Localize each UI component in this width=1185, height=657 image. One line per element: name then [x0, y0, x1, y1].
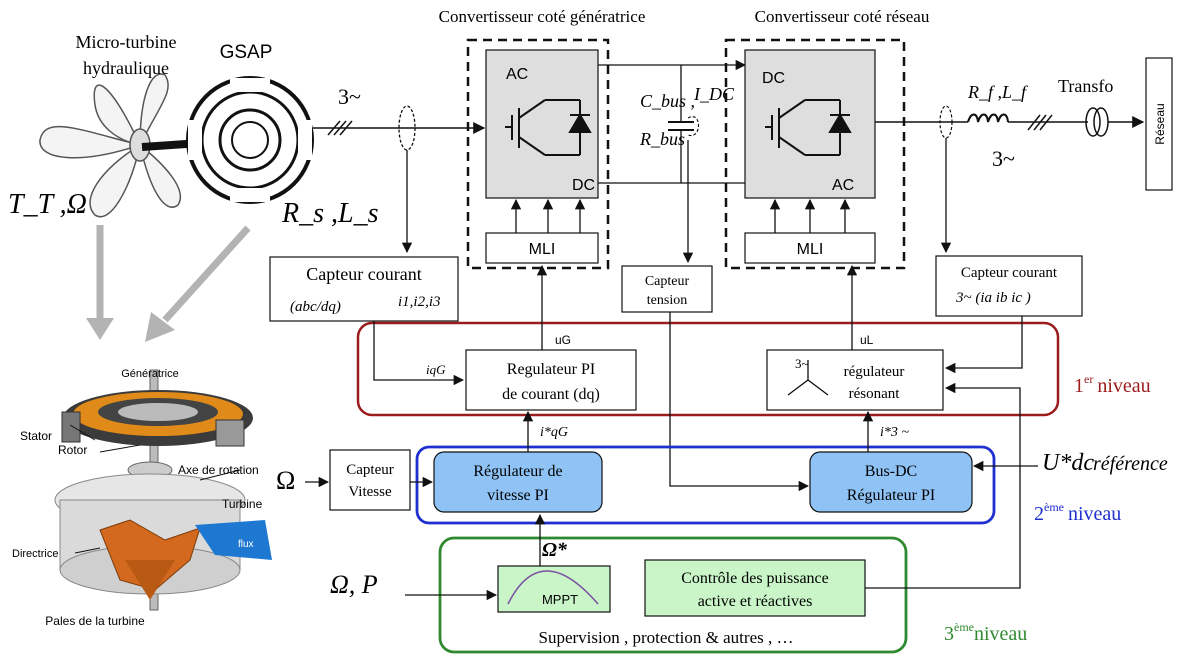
mppt-label: MPPT	[542, 592, 578, 607]
pi-current-line1: Regulateur PI	[507, 361, 595, 378]
current-sensor-clamp-1	[398, 105, 416, 151]
transformer-icon	[1085, 107, 1101, 137]
label-directrice: Directrice	[12, 548, 58, 560]
current-sensor-2-title: Capteur courant	[961, 265, 1058, 281]
current-sensor-box-2	[935, 255, 1083, 317]
three-phase-ticks-2	[1027, 114, 1053, 131]
ul-label: uL	[860, 333, 874, 347]
level1-frame	[356, 321, 1060, 417]
iqg-ref-label: i*qG	[540, 425, 568, 440]
speed-pi-regulator	[433, 451, 603, 513]
current-sensor-clamp-2	[939, 105, 953, 139]
transfo-label: Transfo	[1058, 76, 1113, 96]
level3-wiring	[405, 382, 1021, 601]
resonant-tag: 3~	[795, 356, 809, 371]
label-axe: Axe de rotation	[178, 463, 259, 477]
exploded-turbine-illustration	[54, 369, 272, 611]
busdc-pi-regulator	[809, 451, 973, 513]
ug-label: uG	[555, 333, 571, 347]
torque-label: T_T ,Ω	[8, 189, 87, 220]
voltage-sensor-box	[621, 265, 713, 313]
cbus-label: C_bus ,	[640, 91, 695, 111]
level2-frame	[415, 445, 996, 525]
label-turbine: Turbine	[222, 497, 263, 511]
grid-dc-label: DC	[762, 70, 785, 87]
power-control-line2: active et réactives	[698, 593, 813, 610]
pi-current-line2: de courant (dq)	[502, 386, 600, 403]
power-control-line1: Contrôle des puissance	[681, 570, 829, 587]
abc-dq-label: (abc/dq)	[290, 299, 341, 315]
iabc-label: 3~ (ia ib ic )	[955, 290, 1031, 306]
omega-input-label: Ω	[276, 466, 295, 495]
three-phase-ticks-1	[327, 120, 353, 136]
voltage-sensor-line1: Capteur	[645, 274, 690, 289]
stator-rl-label: R_s ,L_s	[281, 198, 379, 229]
mli-arrows-2	[769, 198, 851, 233]
speed-sensor-line2: Vitesse	[348, 484, 392, 500]
grid-converter-outline	[724, 38, 906, 270]
reference-label: référence	[1093, 453, 1168, 475]
udc-ref-label: U*dc	[1042, 450, 1094, 476]
resonant-regulator	[766, 349, 944, 411]
turbine-label-line1: Micro-turbine	[76, 32, 177, 52]
gen-ac-label: AC	[506, 66, 528, 83]
micro-turbine-icon	[39, 73, 182, 218]
current-sensor-box-1	[269, 256, 459, 322]
speed-sensor-box	[329, 449, 411, 511]
label-rotor: Rotor	[58, 443, 87, 457]
generator-gsap-icon	[186, 76, 314, 204]
rf-lf-label: R_f ,L_f	[967, 82, 1029, 102]
rbus-label: R_bus	[639, 129, 685, 149]
omega-p-label: Ω, P	[330, 570, 378, 599]
turbine-label-line2: hydraulique	[83, 58, 169, 78]
mppt-curve-icon	[507, 570, 599, 605]
level3-label: 3èmeniveau	[944, 620, 1027, 645]
three-phase-label-1: 3~	[338, 84, 361, 109]
igbt-diode-icon-1	[505, 99, 592, 156]
generator-label: GSAP	[220, 42, 273, 63]
mli-block-2	[744, 232, 876, 264]
gray-arrow-2	[162, 225, 251, 323]
mli-label-1: MLI	[529, 241, 556, 258]
i123-label: i1,i2,i3	[398, 294, 441, 310]
pi-current-regulator	[465, 349, 637, 411]
gen-converter-title: Convertisseur coté génératrice	[439, 7, 646, 26]
resonant-line2: résonant	[849, 386, 901, 402]
iqg-label: iqG	[426, 362, 446, 377]
speed-sensor-line1: Capteur	[346, 462, 393, 478]
gen-dc-label: DC	[572, 177, 595, 194]
label-generatrice: Génératrice	[121, 368, 178, 380]
mli-arrows-1	[510, 198, 586, 233]
reseau-block	[1145, 57, 1173, 191]
current-sensor-1-title: Capteur courant	[306, 264, 421, 284]
igbt-diode-icon-2	[765, 99, 852, 156]
level1-wiring	[373, 264, 1023, 492]
speed-reg-line2: vitesse PI	[487, 487, 549, 504]
grid-converter-block	[744, 49, 876, 199]
idc-label: I_DC	[693, 84, 735, 104]
speed-reg-line1: Régulateur de	[473, 463, 562, 480]
grid-ac-label: AC	[832, 177, 854, 194]
inductor-icon	[967, 113, 1009, 123]
omega-ref-label: Ω*	[542, 539, 568, 561]
reseau-label: Réseau	[1153, 103, 1167, 144]
i3-ref-label: i*3 ~	[880, 425, 909, 440]
label-pales: Pales de la turbine	[45, 614, 145, 628]
label-stator: Stator	[20, 429, 52, 443]
power-control-block	[644, 559, 866, 617]
busdc-line1: Bus-DC	[865, 463, 917, 480]
mli-block-1	[485, 232, 599, 264]
three-phase-label-2: 3~	[992, 146, 1015, 171]
voltage-sensor-line2: tension	[647, 293, 687, 308]
supervision-label: Supervision , protection & autres , …	[539, 628, 794, 647]
level2-wiring	[305, 410, 1038, 488]
busdc-line2: Régulateur PI	[847, 487, 935, 504]
grid-converter-title: Convertisseur coté réseau	[755, 7, 930, 26]
mli-label-2: MLI	[797, 241, 824, 258]
resonant-line1: régulateur	[844, 364, 905, 380]
label-flux: flux	[238, 539, 254, 550]
